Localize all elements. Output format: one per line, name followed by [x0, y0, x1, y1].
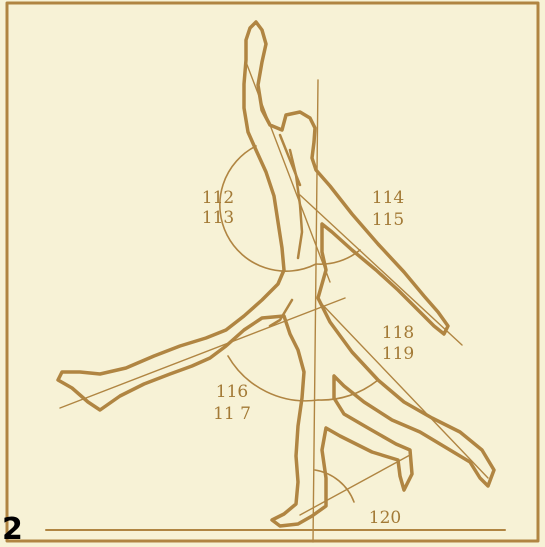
- frame-border: [7, 3, 538, 541]
- arc-120: [315, 470, 354, 502]
- label-120: 120: [365, 508, 405, 528]
- shin-axis: [300, 455, 410, 515]
- reference-lines: [60, 62, 488, 542]
- label-119: 119: [378, 344, 418, 364]
- label-115: 115: [368, 210, 408, 230]
- figure-number: 2: [2, 512, 23, 547]
- label-118: 118: [378, 323, 418, 343]
- label-112: 112: [198, 188, 238, 208]
- label-117: 11 7: [212, 404, 252, 424]
- human-figure-outline: [58, 22, 494, 526]
- label-113: 113: [198, 208, 238, 228]
- label-116: 116: [212, 382, 252, 402]
- label-114: 114: [368, 188, 408, 208]
